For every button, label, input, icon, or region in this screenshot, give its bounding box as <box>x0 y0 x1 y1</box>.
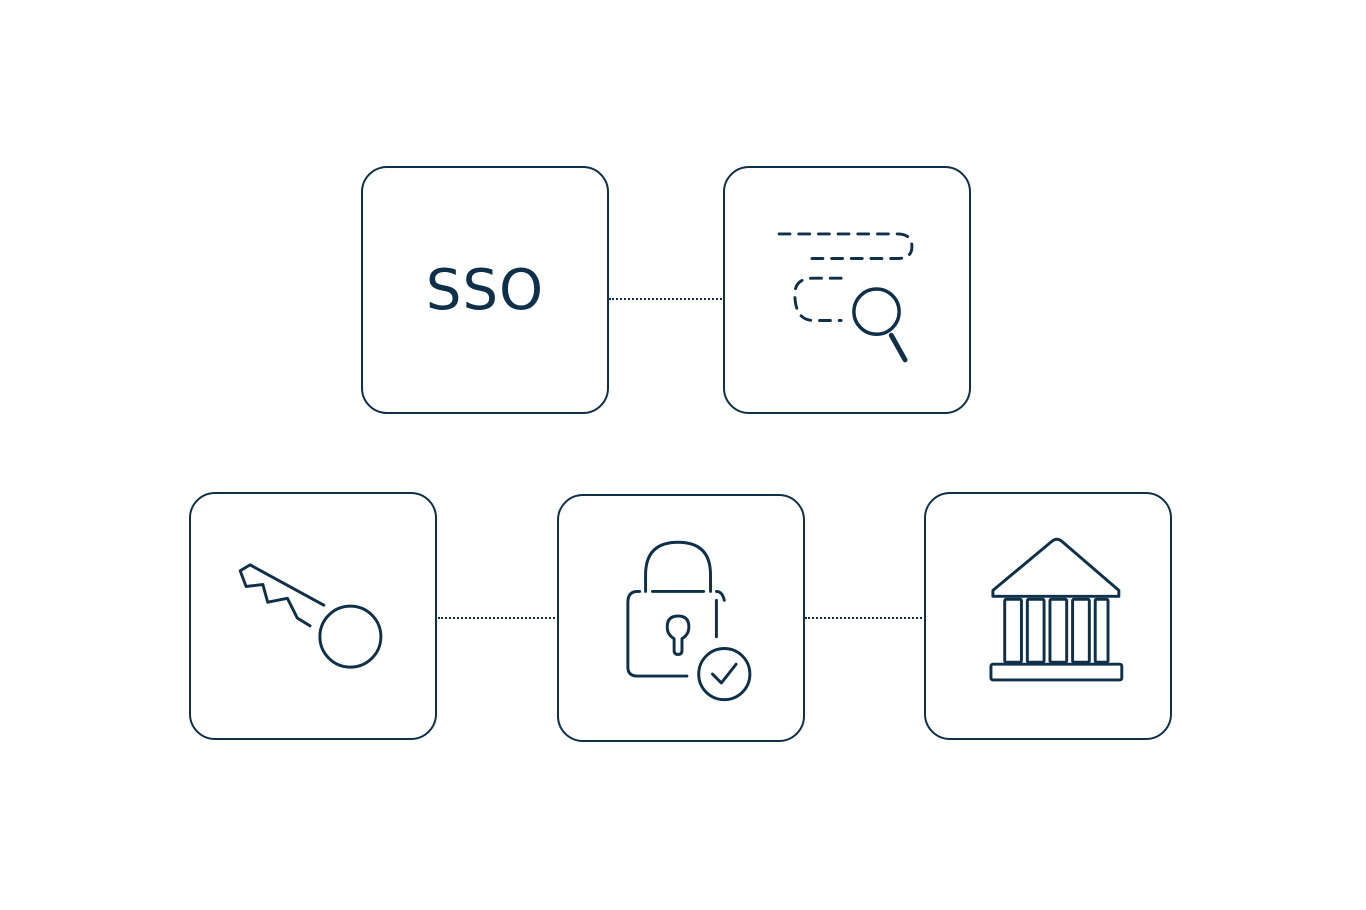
bank-building-icon <box>989 537 1124 682</box>
key-tile <box>189 492 437 740</box>
connector-lock-bank <box>805 617 926 619</box>
lock-check-icon <box>626 540 752 702</box>
search-tile <box>723 166 971 414</box>
bank-tile <box>924 492 1172 740</box>
key-icon <box>238 563 383 669</box>
sso-label: SSO <box>425 257 545 323</box>
dashed-fields-search-icon <box>777 232 914 363</box>
connector-key-lock <box>438 617 559 619</box>
sso-tile: SSO <box>361 166 609 414</box>
lock-tile <box>557 494 805 742</box>
connector-sso-search <box>609 298 725 300</box>
